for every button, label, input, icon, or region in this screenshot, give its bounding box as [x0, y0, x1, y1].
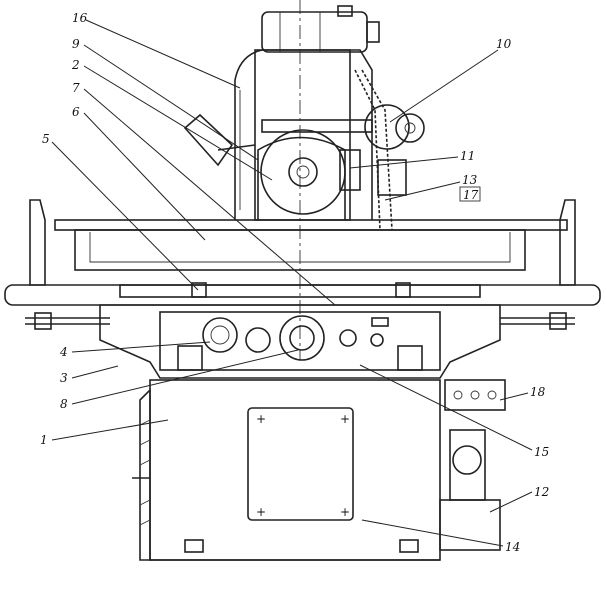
callout-14: 14 [505, 540, 520, 554]
callout-16: 16 [72, 11, 88, 25]
callout-7: 7 [72, 81, 80, 95]
callout-17-box [459, 186, 481, 202]
callout-2: 2 [71, 58, 80, 72]
svg-text:+: + [256, 505, 266, 519]
callout-15: 15 [534, 445, 549, 459]
callout-11: 11 [460, 149, 475, 163]
svg-text:+: + [340, 412, 350, 426]
spindle-motor [261, 5, 380, 53]
leader-lines [51, 19, 533, 547]
work-lamp [183, 113, 256, 167]
wheel-head [234, 49, 373, 221]
callout-6: 6 [72, 105, 80, 119]
callout-8: 8 [60, 397, 68, 411]
callout-1: 1 [40, 433, 48, 447]
hydraulic-unit [439, 379, 506, 551]
worktable [4, 199, 601, 306]
callout-12: 12 [534, 485, 549, 499]
callout-10: 10 [496, 37, 512, 51]
table-rods [25, 312, 575, 330]
callout-9: 9 [72, 37, 80, 51]
svg-text:+: + [256, 412, 266, 426]
callout-3: 3 [60, 371, 68, 385]
callout-13: 13 [462, 173, 478, 187]
callout-4: 4 [59, 345, 68, 359]
saddle [99, 304, 501, 379]
callout-17: 17 [463, 188, 479, 202]
callout-18: 18 [530, 385, 546, 399]
callout-labels: 16 9 2 7 6 5 10 11 13 17 4 3 8 1 18 15 1… [40, 11, 549, 554]
svg-text:+: + [340, 505, 350, 519]
machine-base: + + + + [132, 379, 441, 561]
callout-5: 5 [42, 132, 50, 146]
vertical-feed-mechanism [354, 69, 425, 231]
